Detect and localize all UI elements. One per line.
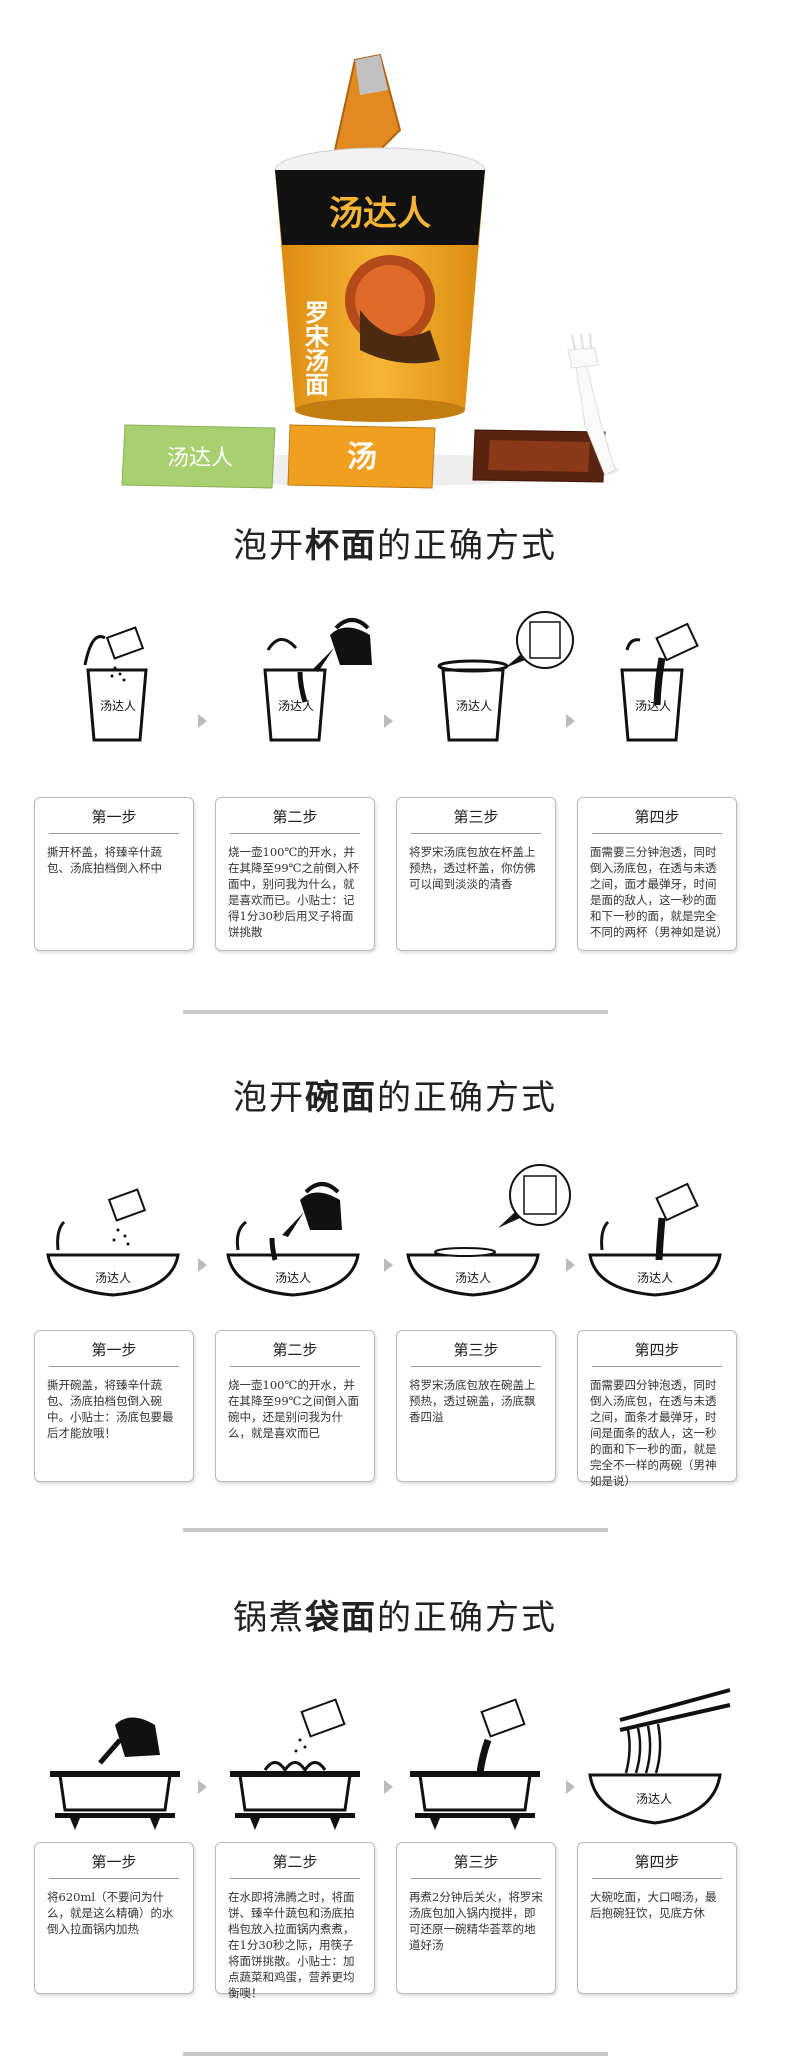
step-text: 撕开碗盖，将臻辛什蔬包、汤底拍档包倒入碗中。小贴士：汤底包要最后才能放哦！	[47, 1378, 174, 1440]
step-title: 第三步	[411, 1851, 541, 1879]
section-title-bowl: 泡开碗面的正确方式	[233, 1078, 557, 1118]
step-title: 第三步	[411, 806, 541, 834]
bag-step-2-card: 第二步 在水即将沸腾之时，将面饼、臻辛什蔬包和汤底拍档包放入拉面锅内煮煮，在1分…	[215, 1842, 375, 2000]
bowl-steps-illustrations: 汤达人 汤达人 汤达人 汤达人	[46, 1164, 722, 1297]
section-divider	[183, 1528, 608, 1532]
step-text: 将620ml（不要问为什么，就是这么精确）的水倒入拉面锅内加热	[47, 1890, 174, 1936]
cup-step-3-card: 第三步 将罗宋汤底包放在杯盖上预热，透过杯盖，你仿佛可以闻到淡淡的清香	[396, 797, 556, 951]
arrow-icon	[384, 1258, 393, 1272]
arrow-icon	[198, 1258, 207, 1272]
svg-text:汤达人: 汤达人	[637, 1271, 673, 1285]
step-title: 第四步	[592, 806, 722, 834]
step-text: 面需要三分钟泡透，同时倒入汤底包，在透与未透之间，面才最弹牙，时间是面的敌人，这…	[590, 845, 728, 939]
svg-text:汤达人: 汤达人	[167, 446, 233, 471]
step-title: 第三步	[411, 1339, 541, 1367]
svg-text:汤达人: 汤达人	[278, 699, 314, 713]
bag-step-1-card: 第一步 将620ml（不要问为什么，就是这么精确）的水倒入拉面锅内加热	[34, 1842, 194, 1994]
bowl-step-4-card: 第四步 面需要四分钟泡透，同时倒入汤底包，在透与未透之间，面条才最弹牙，时间是面…	[577, 1330, 737, 1488]
cup-step-4-card: 第四步 面需要三分钟泡透，同时倒入汤底包，在透与未透之间，面才最弹牙，时间是面的…	[577, 797, 737, 951]
svg-text:汤达人: 汤达人	[635, 699, 671, 713]
step-title: 第一步	[49, 1339, 179, 1367]
packet-text: 汤	[347, 440, 377, 475]
bowl-step-1-card: 第一步 撕开碗盖，将臻辛什蔬包、汤底拍档包倒入碗中。小贴士：汤底包要最后才能放哦…	[34, 1330, 194, 1482]
step-title: 第二步	[230, 1339, 360, 1367]
step-text: 撕开杯盖，将臻辛什蔬包、汤底拍档倒入杯中	[47, 845, 162, 875]
svg-text:汤达人: 汤达人	[455, 1271, 491, 1285]
arrow-icon	[384, 1780, 393, 1794]
bowl-step-3-card: 第三步 将罗宋汤底包放在碗盖上预热，透过碗盖，汤底飘香四溢	[396, 1330, 556, 1482]
cup-step-2-card: 第二步 烧一壶100℃的开水，并在其降至99℃之前倒入杯面中，别问我为什么，就是…	[215, 797, 375, 951]
step-text: 在水即将沸腾之时，将面饼、臻辛什蔬包和汤底拍档包放入拉面锅内煮煮，在1分30秒之…	[228, 1890, 355, 2000]
step-title: 第四步	[592, 1339, 722, 1367]
step-text: 大碗吃面，大口喝汤，最后抱碗狂饮，见底方休	[590, 1890, 717, 1920]
step-title: 第四步	[592, 1851, 722, 1879]
step-title: 第一步	[49, 1851, 179, 1879]
svg-text:汤达人: 汤达人	[636, 1792, 672, 1806]
step-text: 烧一壶100℃的开水，并在其降至99℃之间倒入面碗中，还是别问我为什么，就是喜欢…	[228, 1378, 359, 1440]
section-title-cup: 泡开杯面的正确方式	[233, 526, 557, 566]
arrow-icon	[384, 714, 393, 728]
arrow-icon	[566, 714, 575, 728]
section-title-bag: 锅煮袋面的正确方式	[233, 1598, 557, 1638]
arrow-icon	[198, 714, 207, 728]
bag-step-4-card: 第四步 大碗吃面，大口喝汤，最后抱碗狂饮，见底方休	[577, 1842, 737, 1994]
arrow-icon	[566, 1258, 575, 1272]
arrow-icon	[566, 1780, 575, 1794]
step-text: 烧一壶100℃的开水，并在其降至99℃之前倒入杯面中，别问我为什么，就是喜欢而已…	[228, 845, 359, 939]
step-text: 将罗宋汤底包放在杯盖上预热，透过杯盖，你仿佛可以闻到淡淡的清香	[409, 845, 536, 891]
svg-text:汤达人: 汤达人	[275, 1271, 311, 1285]
section-divider	[183, 1010, 608, 1014]
cup-logo: 汤达人	[329, 194, 431, 234]
cup-step-1-card: 第一步 撕开杯盖，将臻辛什蔬包、汤底拍档倒入杯中	[34, 797, 194, 951]
step-text: 将罗宋汤底包放在碗盖上预热，透过碗盖，汤底飘香四溢	[409, 1378, 536, 1424]
section-divider	[183, 2052, 608, 2056]
bowl-step-2-card: 第二步 烧一壶100℃的开水，并在其降至99℃之间倒入面碗中，还是别问我为什么，…	[215, 1330, 375, 1482]
arrow-icon	[198, 1780, 207, 1794]
step-title: 第二步	[230, 1851, 360, 1879]
cup-steps-illustrations: 汤达人 汤达人 汤达人 汤达人	[83, 611, 699, 742]
bag-steps-illustrations: 汤达人	[50, 1688, 731, 1830]
cup-flavor: 罗宋汤面	[301, 300, 330, 396]
step-title: 第二步	[230, 806, 360, 834]
step-text: 面需要四分钟泡透，同时倒入汤底包，在透与未透之间，面条才最弹牙，时间是面条的敌人…	[590, 1378, 717, 1488]
step-title: 第一步	[49, 806, 179, 834]
bag-step-3-card: 第三步 再煮2分钟后关火，将罗宋汤底包加入锅内搅拌，即可还原一碗精华荟萃的地道好…	[396, 1842, 556, 1994]
svg-text:汤达人: 汤达人	[95, 1271, 131, 1285]
product-hero-image: 汤达人 罗宋汤面 汤达人 汤	[120, 53, 620, 489]
step-text: 再煮2分钟后关火，将罗宋汤底包加入锅内搅拌，即可还原一碗精华荟萃的地道好汤	[409, 1890, 543, 1952]
svg-text:汤达人: 汤达人	[456, 699, 492, 713]
svg-text:汤达人: 汤达人	[100, 699, 136, 713]
